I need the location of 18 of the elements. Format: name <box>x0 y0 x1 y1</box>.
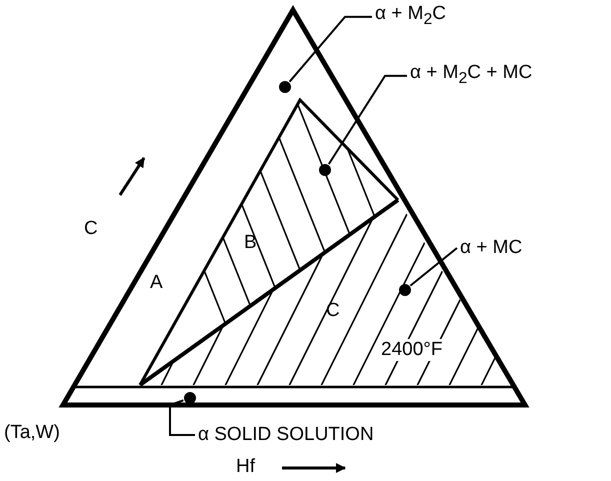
axis-label: Hf <box>236 456 255 478</box>
point-marker <box>279 81 291 93</box>
axis-label: C <box>84 218 98 240</box>
region-label: B <box>244 232 257 254</box>
point-marker <box>319 164 331 176</box>
leader-line <box>410 247 458 286</box>
phase-label: α + M$_{2}$C + MC <box>410 62 532 90</box>
vertex-label: (Ta,W) <box>4 422 60 444</box>
point-marker <box>399 284 411 296</box>
phase-label: α + MC <box>460 237 522 259</box>
leader-line <box>169 399 195 436</box>
phase-label: α + M$_{2}$C <box>375 3 446 31</box>
region-label: A <box>150 272 163 294</box>
point-marker <box>184 392 196 404</box>
temperature-label: 2400°F <box>381 339 442 361</box>
leader-line <box>288 16 372 82</box>
phase-label: α SOLID SOLUTION <box>198 424 374 446</box>
leader-line <box>328 74 407 165</box>
